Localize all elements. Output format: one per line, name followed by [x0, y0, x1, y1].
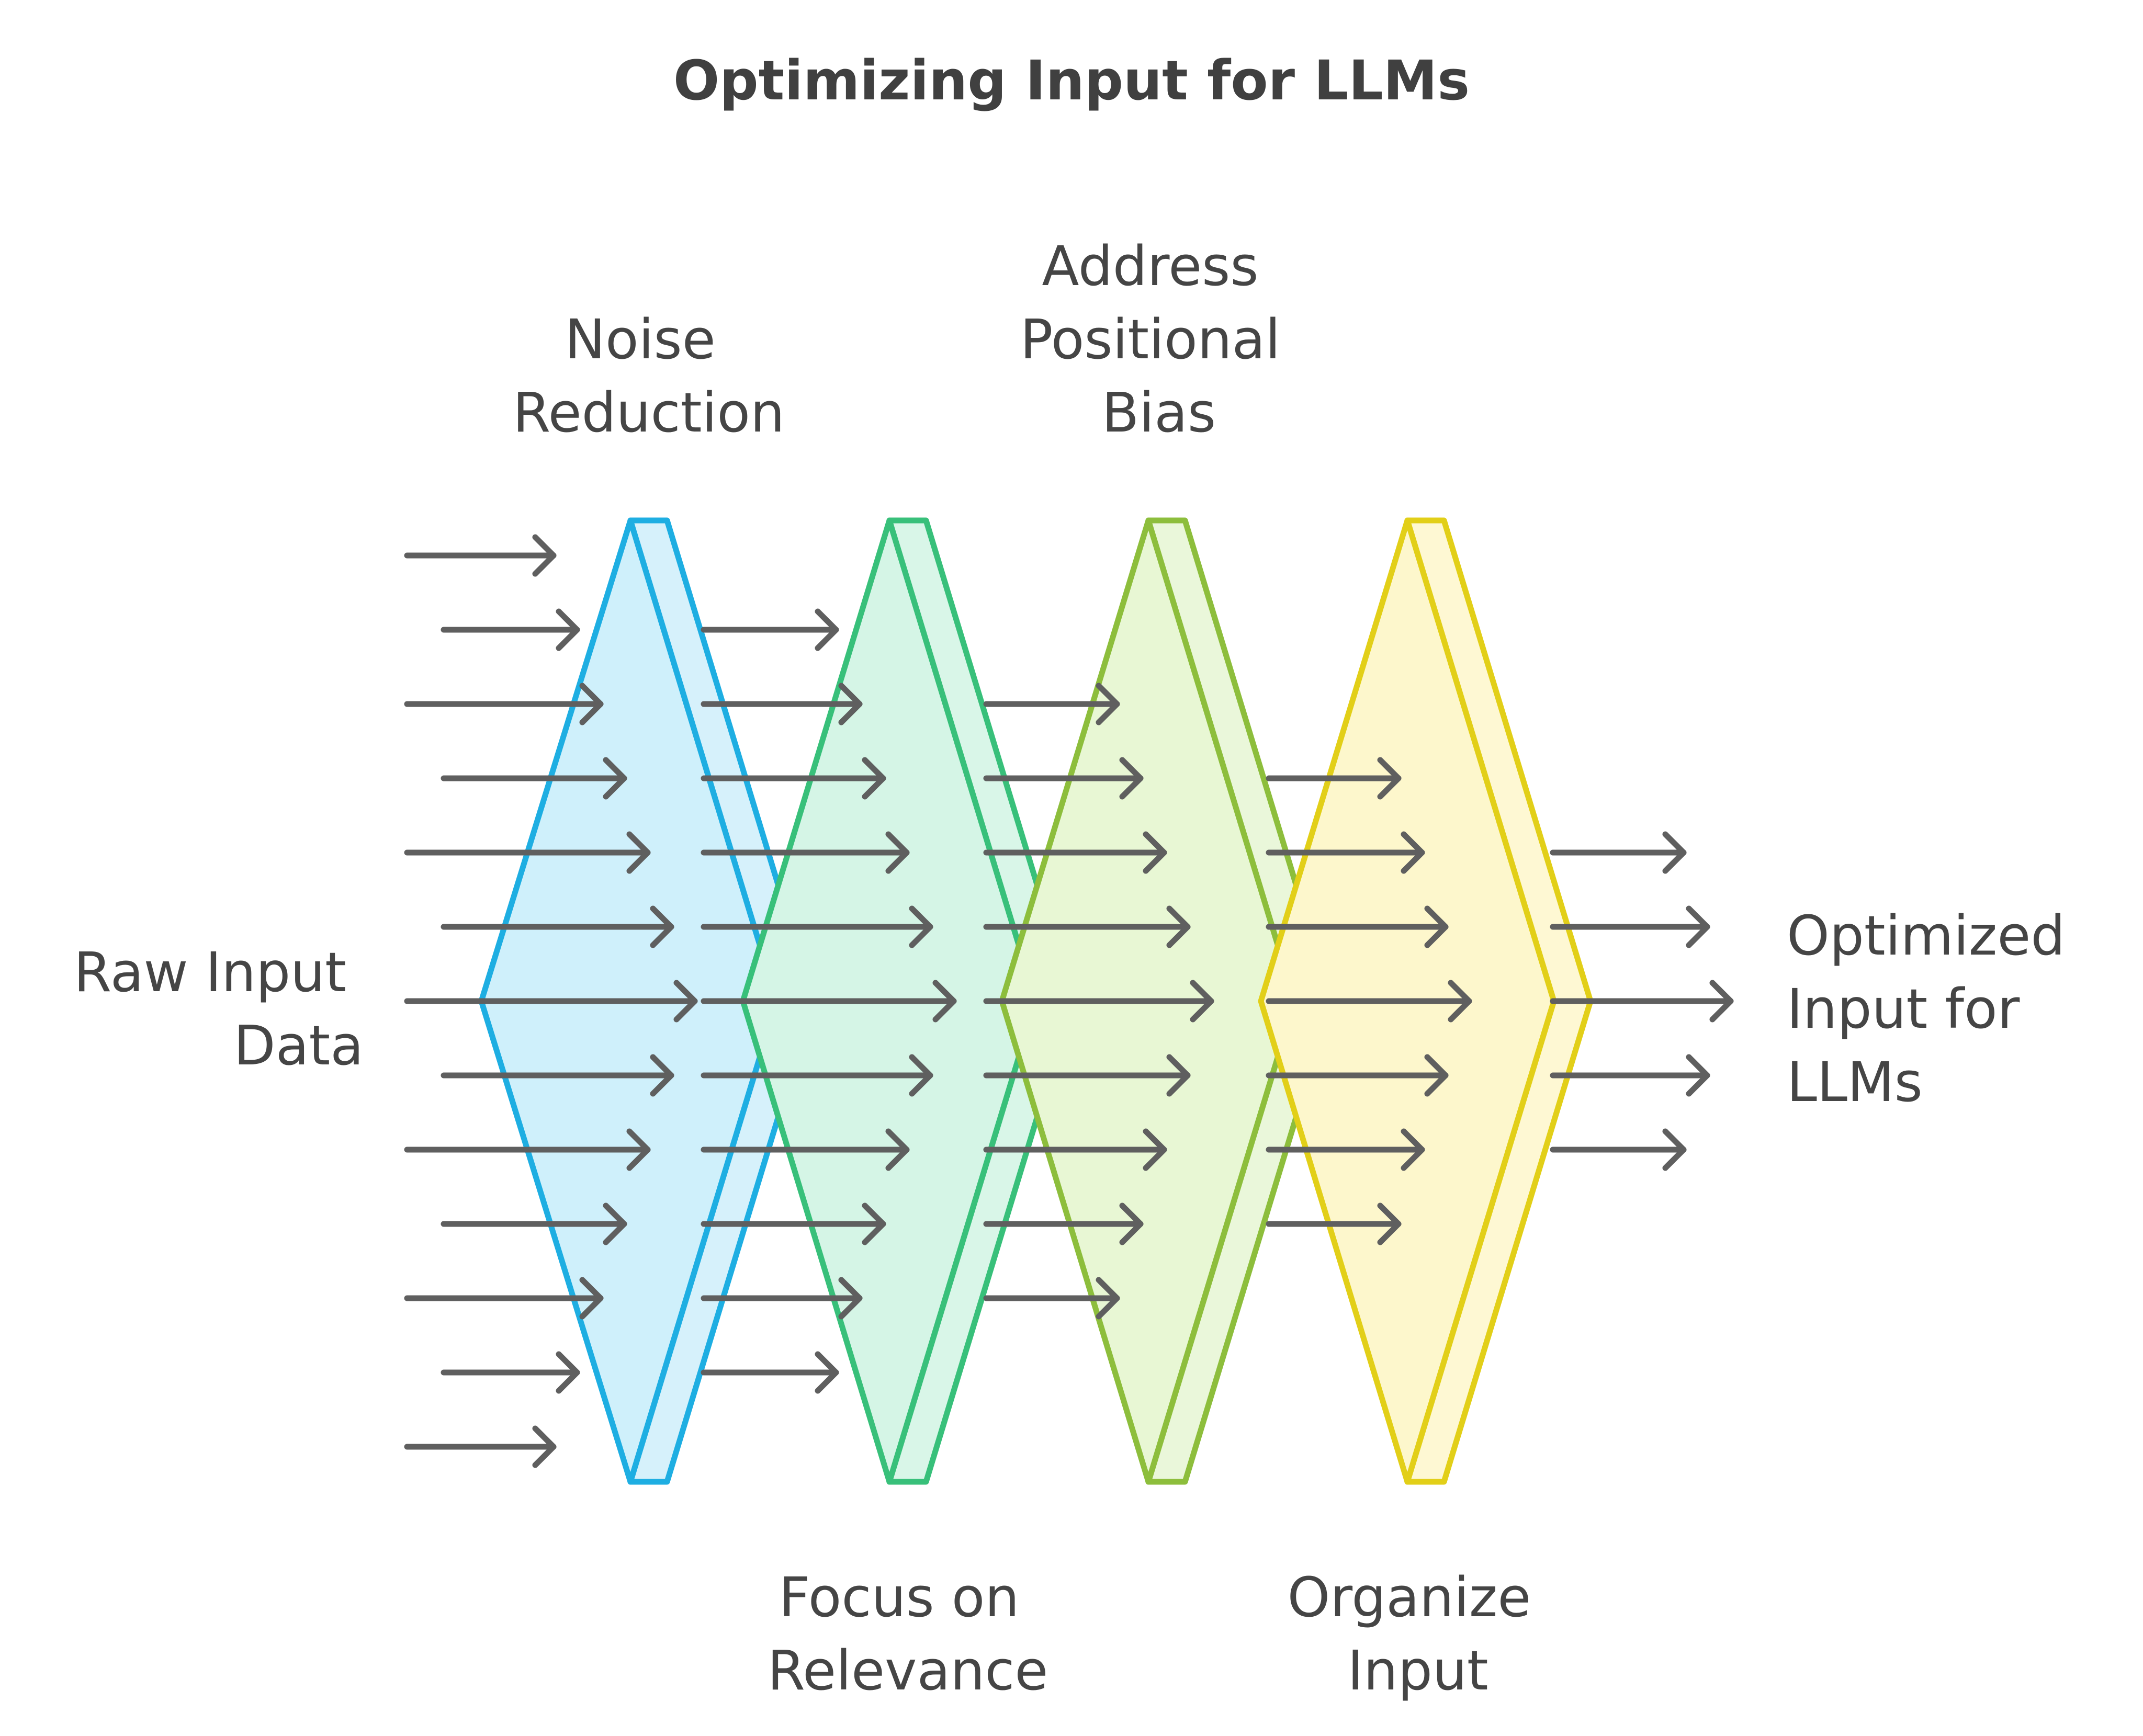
relevance-output-arrow — [983, 757, 1144, 800]
bias-output-arrow — [1266, 1054, 1449, 1097]
noise-output-arrow — [701, 608, 839, 651]
relevance-output-arrow — [983, 1128, 1167, 1171]
noise-output-arrow — [701, 757, 886, 800]
noise-output-arrow — [701, 1351, 839, 1394]
stage-label-address-positional-bias: Address Positional Bias — [1020, 234, 1298, 445]
final-output-arrows — [1550, 831, 1734, 1171]
noise-reduction-output-arrows — [701, 608, 957, 1394]
noise-output-arrow — [701, 1054, 933, 1097]
relevance-output-arrow — [983, 1054, 1191, 1097]
output-arrow — [1550, 980, 1734, 1023]
input-arrow — [441, 905, 674, 948]
input-arrow — [404, 683, 604, 725]
output-arrow — [1550, 905, 1710, 948]
relevance-output-arrow — [983, 905, 1191, 948]
bias-output-arrows — [1266, 757, 1472, 1245]
input-arrow — [441, 1054, 674, 1097]
bias-output-arrow — [1266, 980, 1472, 1023]
stage-label-noise-reduction: Noise Reduction — [513, 308, 785, 445]
input-arrow — [404, 1128, 651, 1171]
input-arrow — [404, 534, 557, 577]
stage-label-organize-input: Organize Input — [1288, 1565, 1549, 1703]
bias-output-arrow — [1266, 905, 1449, 948]
input-arrow — [404, 1425, 557, 1468]
diagram-title: Optimizing Input for LLMs — [673, 49, 1470, 112]
input-arrow — [441, 1351, 580, 1394]
noise-output-arrow — [701, 1277, 863, 1320]
noise-output-arrow — [701, 1202, 886, 1245]
input-arrow — [441, 608, 580, 651]
bias-output-arrow — [1266, 1202, 1402, 1245]
noise-output-arrow — [701, 905, 933, 948]
input-arrow — [404, 1277, 604, 1320]
stage-label-focus-on-relevance: Focus on Relevance — [768, 1565, 1048, 1703]
bias-output-arrow — [1266, 1128, 1425, 1171]
input-arrow — [404, 980, 698, 1023]
input-arrow — [441, 1202, 627, 1245]
relevance-output-arrow — [983, 683, 1120, 725]
bias-output-arrow — [1266, 757, 1402, 800]
relevance-output-arrows — [983, 683, 1214, 1320]
noise-output-arrow — [701, 1128, 910, 1171]
input-label: Raw Input Data — [74, 940, 364, 1077]
noise-output-arrow — [701, 683, 863, 725]
output-arrow — [1550, 1128, 1687, 1171]
relevance-output-arrow — [983, 980, 1214, 1023]
bias-output-arrow — [1266, 831, 1425, 874]
input-arrow — [441, 757, 627, 800]
output-arrow — [1550, 831, 1687, 874]
input-arrow — [404, 831, 651, 874]
noise-output-arrow — [701, 831, 910, 874]
output-label: Optimized Input for LLMs — [1787, 904, 2082, 1114]
noise-output-arrow — [701, 980, 957, 1023]
relevance-output-arrow — [983, 1202, 1144, 1245]
relevance-output-arrow — [983, 831, 1167, 874]
relevance-output-arrow — [983, 1277, 1120, 1320]
input-arrows — [404, 534, 698, 1468]
output-arrow — [1550, 1054, 1710, 1097]
